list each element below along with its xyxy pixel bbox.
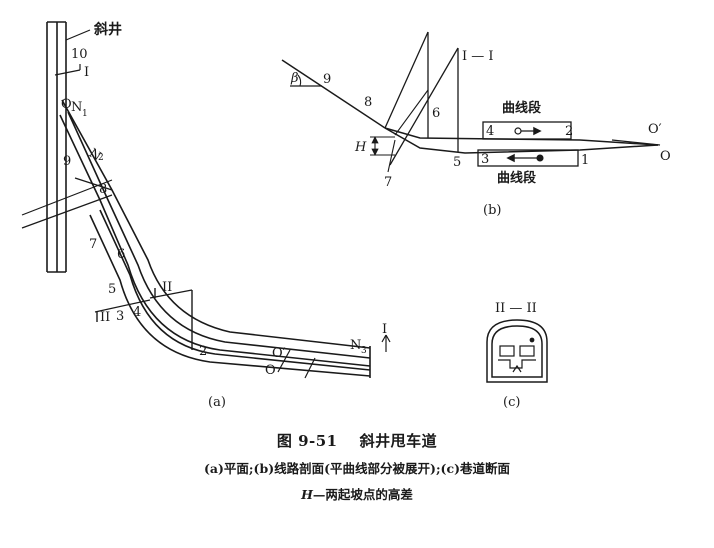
lower-track bbox=[384, 127, 659, 154]
node-N3-sub: 3 bbox=[361, 346, 367, 356]
caption-fig-number: 图 9-51 bbox=[276, 432, 338, 450]
section-II-lower: II bbox=[100, 310, 110, 325]
curve-box-lower bbox=[477, 149, 579, 167]
panel-c-labels: II — II (c) bbox=[495, 301, 537, 410]
label-8: 8 bbox=[99, 182, 107, 197]
b-label-9: 9 bbox=[323, 72, 331, 87]
node-O: O bbox=[61, 97, 72, 112]
caption-fig-title: 斜井甩车道 bbox=[359, 432, 438, 450]
caption-legend: H—两起坡点的高差 bbox=[0, 484, 714, 503]
section-II-upper: II bbox=[162, 280, 172, 295]
roadway-outer bbox=[486, 319, 548, 383]
second-track-a bbox=[89, 214, 371, 377]
b-label-4: 4 bbox=[486, 124, 494, 139]
b-label-5: 5 bbox=[453, 155, 461, 170]
curve-label-bottom: 曲线段 bbox=[497, 170, 536, 186]
branch-outer-left bbox=[59, 114, 371, 367]
caption-title: 图 9-51 斜井甩车道 bbox=[0, 430, 714, 451]
b-label-7: 7 bbox=[384, 175, 392, 190]
b-label-3: 3 bbox=[481, 152, 489, 167]
b-label-8: 8 bbox=[364, 95, 372, 110]
panel-b bbox=[281, 31, 661, 173]
section-title-I-I: I — I bbox=[462, 49, 494, 64]
shaft-label: 斜井 bbox=[93, 21, 122, 38]
roadway-inner bbox=[491, 325, 543, 378]
caption-subtitle: (a)平面;(b)线路剖面(平曲线部分被展开);(c)巷道断面 bbox=[204, 461, 510, 476]
b-label-1: 1 bbox=[581, 153, 589, 168]
label-7: 7 bbox=[89, 237, 97, 252]
section-title-II-II: II — II bbox=[495, 301, 537, 316]
panel-c bbox=[486, 319, 548, 383]
branch-outer-right bbox=[61, 99, 371, 349]
label-10: 10 bbox=[71, 47, 88, 62]
caption-legend-var: H bbox=[301, 487, 313, 502]
panel-a-label: (a) bbox=[208, 395, 226, 410]
beta-label: β bbox=[290, 71, 299, 86]
node-N2-sub: 2 bbox=[98, 153, 104, 163]
label-9: 9 bbox=[63, 154, 71, 169]
node-N1: N bbox=[71, 100, 82, 115]
panel-c-label: (c) bbox=[503, 395, 520, 410]
branch-inner bbox=[67, 111, 371, 359]
label-5: 5 bbox=[108, 282, 116, 297]
label-4: 4 bbox=[133, 305, 141, 320]
panel-b-label: (b) bbox=[483, 203, 501, 218]
slope-line bbox=[281, 59, 386, 129]
caption-legend-text: —两起坡点的高差 bbox=[312, 487, 413, 502]
node-O-prime: O′ bbox=[272, 346, 286, 361]
curve-label-top: 曲线段 bbox=[502, 100, 541, 116]
panel-a bbox=[21, 21, 391, 379]
section-I-top: I bbox=[84, 65, 89, 80]
panel-a-labels: 斜井 10 I O N 1 N 2 9 8 7 6 5 II II 3 4 2 … bbox=[61, 21, 387, 410]
node-N3: N bbox=[350, 338, 361, 353]
b-O-prime: O′ bbox=[648, 122, 662, 137]
H-label: H bbox=[354, 140, 367, 155]
curve-box-upper bbox=[482, 121, 572, 140]
label-2: 2 bbox=[199, 344, 207, 359]
label-6: 6 bbox=[117, 247, 125, 262]
panel-b-labels: I — I β 9 8 6 曲线段 4 2 H 5 3 1 曲线段 7 O′ O… bbox=[290, 49, 671, 218]
b-label-6: 6 bbox=[432, 106, 440, 121]
node-O-bottom: O bbox=[265, 363, 276, 378]
section-I-right: I bbox=[382, 322, 387, 337]
b-O: O bbox=[660, 149, 671, 164]
label-3: 3 bbox=[116, 309, 124, 324]
second-track-b bbox=[99, 209, 371, 371]
node-N1-sub: 1 bbox=[82, 109, 88, 119]
b-label-2: 2 bbox=[565, 124, 573, 139]
